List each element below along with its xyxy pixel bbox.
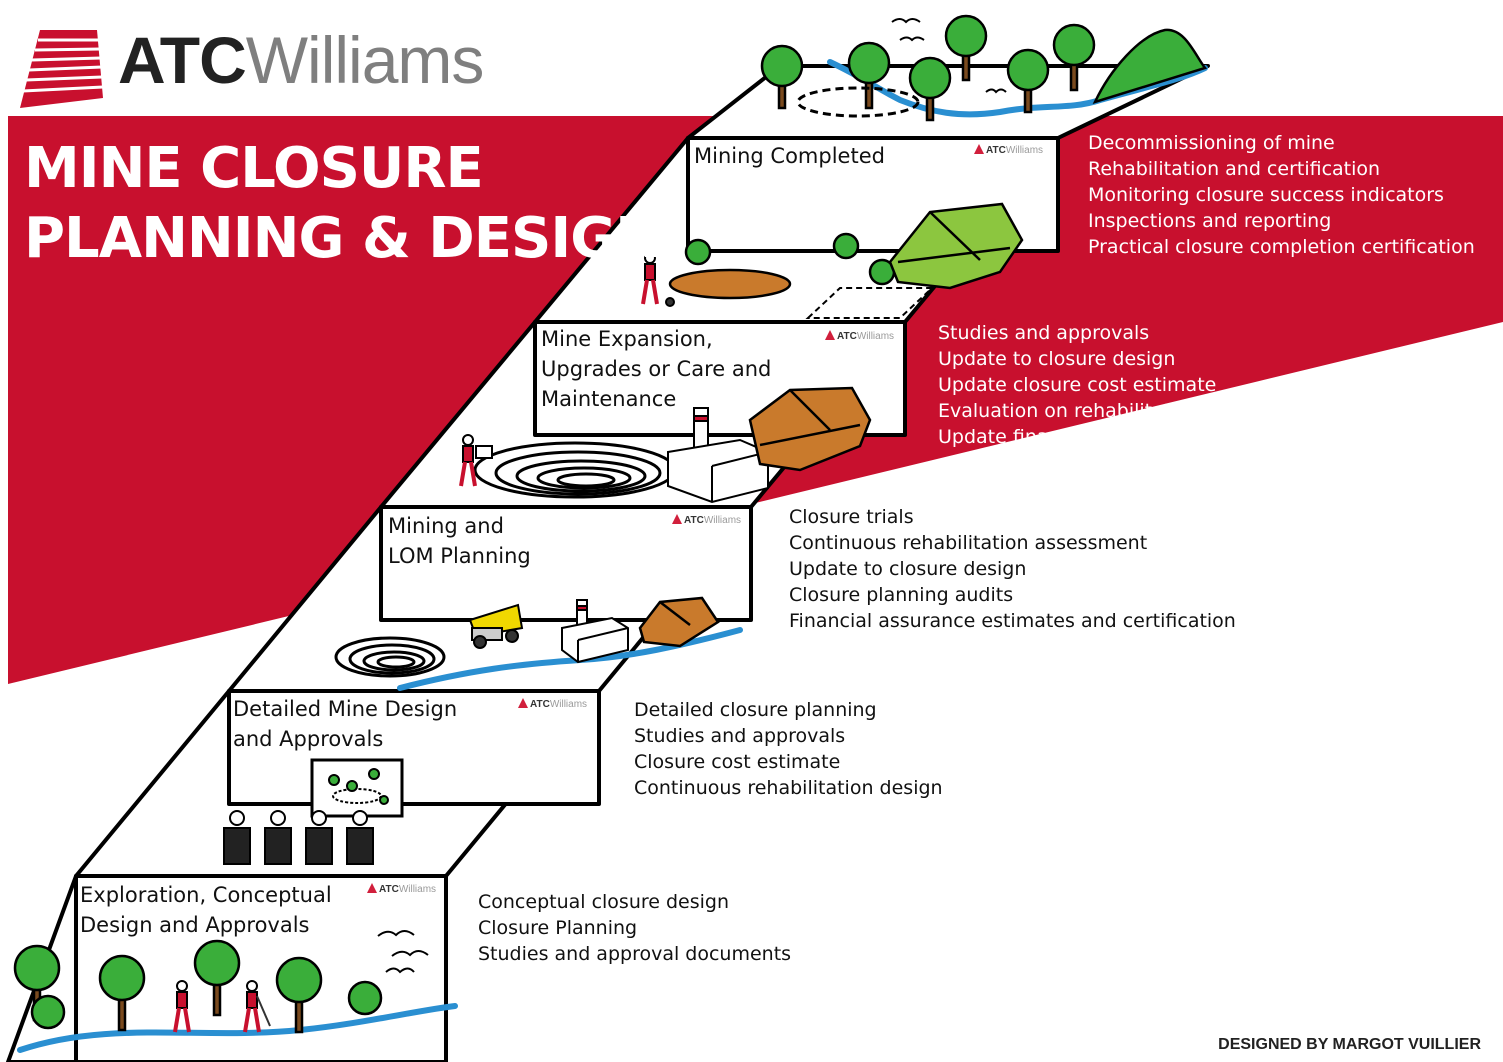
stage-2-label: Detailed Mine Design and Approvals (233, 697, 458, 751)
worker-icon (173, 252, 675, 1033)
list-item: Evaluation on rehabilitation success (938, 400, 1281, 422)
list-item: Studies and approvals (634, 725, 846, 747)
designer-credit: DESIGNED BY MARGOT VUILLIER (1218, 1036, 1481, 1053)
atc-williams-logo-icon: ATCWilliams (367, 883, 436, 895)
stage-5-label: Mining Completed (694, 144, 885, 168)
list-item: Studies and approval documents (478, 943, 792, 965)
list-item: Closure Planning (478, 917, 638, 939)
list-item: Closure cost estimate (634, 751, 841, 773)
stage-1-activities: Conceptual closure design Closure Planni… (478, 889, 791, 967)
list-item: Closure planning audits (789, 584, 1014, 606)
stage-2-activities: Detailed closure planning Studies and ap… (634, 697, 943, 801)
waste-dump-icon (638, 386, 872, 648)
list-item: Continuous rehabilitation assessment (789, 532, 1148, 554)
list-item: Update financial assurance estimates and… (938, 426, 1457, 448)
stage-4-activities: Studies and approvals Update to closure … (938, 320, 1457, 450)
list-item: Practical closure completion certificati… (1088, 236, 1475, 258)
list-item: Monitoring closure success indicators (1088, 184, 1444, 206)
list-item: Conceptual closure design (478, 891, 730, 913)
atc-williams-logo-icon: ATCWilliams (974, 144, 1043, 156)
stage-3-activities: Closure trials Continuous rehabilitation… (789, 504, 1236, 634)
brand-wordmark: ATCWilliams (118, 22, 485, 98)
hill-icon (1092, 28, 1208, 105)
list-item: Detailed closure planning (634, 699, 877, 721)
brand-bold: ATC (118, 23, 247, 97)
list-item: Inspections and reporting (1088, 210, 1332, 232)
stage-1-label: Exploration, Conceptual Design and Appro… (80, 883, 332, 937)
rehab-plot-outline (805, 287, 935, 319)
haul-truck-icon (468, 603, 524, 649)
atc-williams-logo-icon: ATCWilliams (518, 698, 587, 710)
list-item: Studies and approvals (938, 322, 1150, 344)
open-pit-icon (334, 86, 920, 678)
list-item: Continuous rehabilitation design (634, 777, 943, 799)
list-item: Decommissioning of mine (1088, 132, 1335, 154)
list-item: Update closure cost estimate (938, 374, 1217, 396)
stage-5-activities: Decommissioning of mine Rehabilitation a… (1088, 130, 1475, 260)
desk-worker-icon (223, 758, 404, 865)
list-item: Update to closure design (938, 348, 1176, 370)
list-item: Financial assurance estimates and certif… (789, 610, 1236, 632)
brand-light: Williams (245, 23, 485, 97)
rehabilitated-landform-icon (888, 202, 1024, 290)
atc-williams-logo-icon: ATCWilliams (672, 514, 741, 526)
atc-williams-logo-icon: ATCWilliams (825, 330, 894, 342)
stage-3-label: Mining and LOM Planning (388, 514, 531, 568)
list-item: Update to closure design (789, 558, 1027, 580)
stage-4-label: Mine Expansion, Upgrades or Care and Mai… (541, 327, 772, 411)
list-item: Closure trials (789, 506, 914, 528)
list-item: Rehabilitation and certification (1088, 158, 1381, 180)
page-title-line-2: PLANNING & DESIGN (24, 206, 662, 271)
page-title-line-1: MINE CLOSURE (24, 136, 484, 201)
bird-icon (377, 18, 1007, 974)
atc-williams-logo-icon (20, 30, 104, 108)
processing-plant-icon (561, 407, 769, 664)
